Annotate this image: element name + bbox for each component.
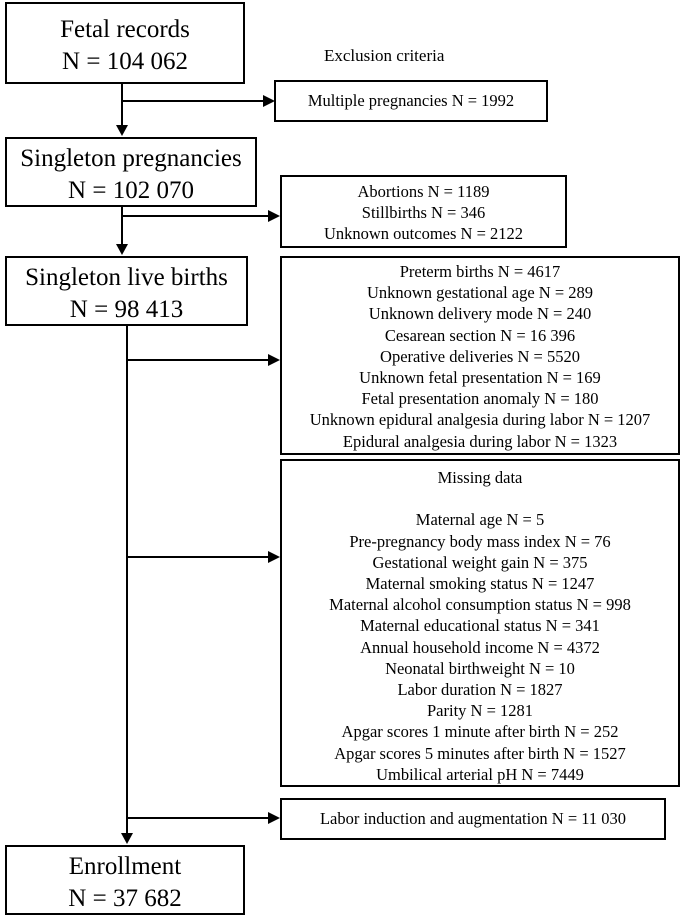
exclusion-line: Unknown epidural analgesia during labor …	[309, 410, 651, 430]
missing-line: Apgar scores 1 minute after birth N = 25…	[341, 722, 619, 742]
exclusion-line: Labor induction and augmentation N = 11 …	[319, 809, 627, 828]
missing-line: Parity N = 1281	[426, 701, 533, 721]
enrollment-count: N = 37 682	[68, 885, 182, 912]
box-birth-exclusions: Preterm births N = 4617 Unknown gestatio…	[280, 256, 680, 455]
exclusion-line: Unknown delivery mode N = 240	[368, 304, 592, 324]
exclusion-line: Cesarean section N = 16 396	[384, 325, 576, 345]
exclusion-line: Operative deliveries N = 5520	[380, 346, 580, 366]
box-outcome-exclusions: Abortions N = 1189 Stillbirths N = 346 U…	[280, 175, 567, 248]
missing-line: Umbilical arterial pH N = 7449	[376, 764, 584, 784]
singleton-live-births-count: N = 98 413	[69, 296, 184, 323]
box-missing-data: Missing data Maternal age N = 5 Pre-preg…	[280, 459, 680, 787]
connector-line	[121, 84, 123, 126]
missing-line: Labor duration N = 1827	[397, 680, 563, 700]
fetal-records-title: Fetal records	[60, 16, 190, 43]
missing-data-heading: Missing data	[437, 468, 523, 487]
exclusion-line: Preterm births N = 4617	[399, 262, 561, 281]
connector-line	[121, 215, 269, 217]
box-singleton-live-births: Singleton live births N = 98 413	[5, 256, 248, 326]
arrow-down-icon	[116, 125, 128, 136]
exclusion-line: Unknown outcomes N = 2122	[323, 224, 524, 244]
singleton-pregnancies-title: Singleton pregnancies	[20, 145, 242, 172]
spacer	[282, 488, 678, 509]
connector-line	[126, 817, 269, 819]
arrow-down-icon	[121, 833, 133, 844]
missing-line: Annual household income N = 4372	[360, 637, 600, 657]
missing-line: Maternal alcohol consumption status N = …	[329, 595, 631, 615]
connector-line	[121, 100, 264, 102]
arrow-right-icon	[268, 354, 280, 366]
box-labor-induction: Labor induction and augmentation N = 11 …	[280, 798, 666, 840]
box-fetal-records: Fetal records N = 104 062	[5, 2, 245, 84]
exclusion-criteria-heading: Exclusion criteria	[324, 46, 445, 65]
exclusion-line: Unknown fetal presentation N = 169	[359, 368, 601, 388]
exclusion-line: Multiple pregnancies N = 1992	[307, 91, 515, 110]
box-enrollment: Enrollment N = 37 682	[5, 845, 245, 915]
connector-line	[126, 556, 269, 558]
singleton-live-births-title: Singleton live births	[25, 264, 228, 291]
exclusion-line: Stillbirths N = 346	[361, 203, 486, 223]
arrow-right-icon	[268, 812, 280, 824]
exclusion-line: Fetal presentation anomaly N = 180	[361, 389, 599, 409]
arrow-right-icon	[263, 95, 275, 107]
missing-line: Maternal age N = 5	[415, 510, 545, 530]
missing-line: Maternal smoking status N = 1247	[365, 574, 595, 594]
fetal-records-count: N = 104 062	[62, 48, 188, 75]
connector-line	[121, 207, 123, 245]
missing-line: Pre-pregnancy body mass index N = 76	[349, 531, 611, 551]
exclusion-line: Abortions N = 1189	[357, 182, 490, 201]
connector-line	[126, 359, 269, 361]
missing-line: Apgar scores 5 minutes after birth N = 1…	[334, 743, 626, 763]
singleton-pregnancies-count: N = 102 070	[68, 177, 194, 204]
arrow-right-icon	[268, 210, 280, 222]
arrow-down-icon	[116, 244, 128, 255]
box-singleton-pregnancies: Singleton pregnancies N = 102 070	[5, 137, 257, 207]
box-multiple-pregnancies: Multiple pregnancies N = 1992	[274, 80, 548, 122]
missing-line: Neonatal birthweight N = 10	[385, 658, 575, 678]
enrollment-title: Enrollment	[68, 853, 182, 880]
arrow-right-icon	[268, 551, 280, 563]
exclusion-line: Epidural analgesia during labor N = 1323	[342, 431, 618, 451]
missing-line: Maternal educational status N = 341	[360, 616, 600, 636]
connector-line	[126, 326, 128, 834]
missing-line: Gestational weight gain N = 375	[372, 552, 588, 572]
exclusion-line: Unknown gestational age N = 289	[366, 283, 594, 303]
